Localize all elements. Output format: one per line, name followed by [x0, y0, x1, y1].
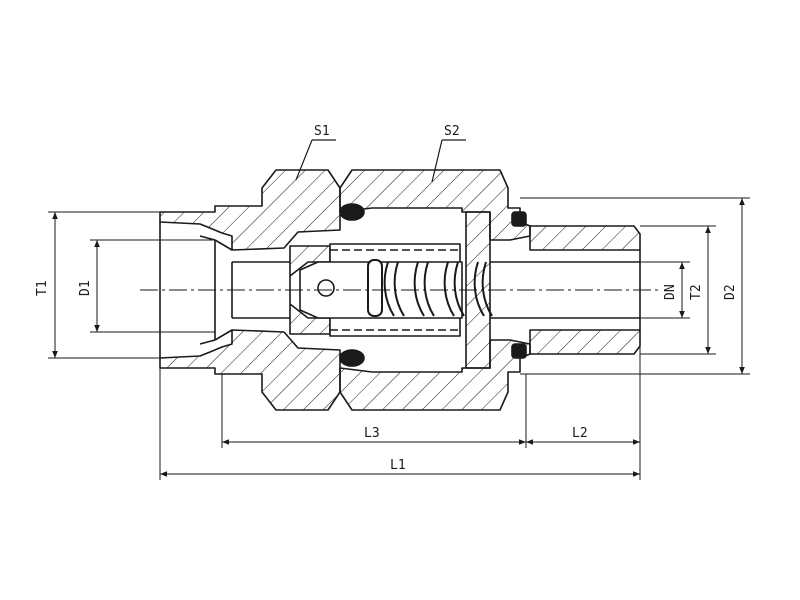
o-ring-top-right	[511, 211, 527, 227]
o-ring-bottom-right	[511, 343, 527, 359]
dim-d2-label: D2	[723, 284, 738, 300]
nut-s2-upper	[339, 169, 531, 241]
dim-l2-label: L2	[572, 426, 588, 441]
outlet-tube-upper	[529, 225, 641, 251]
body-s1-lower	[159, 329, 341, 411]
o-ring-bottom-left	[339, 349, 365, 367]
dim-d1-label: D1	[78, 280, 93, 296]
dim-l1-label: L1	[390, 458, 406, 473]
poppet-pin	[317, 279, 335, 297]
dim-t2-label: T2	[689, 284, 704, 300]
body-s1-upper	[159, 169, 341, 251]
dim-l3-label: L3	[364, 426, 380, 441]
callout-s1: S1	[314, 124, 330, 139]
nut-s2-lower	[339, 339, 531, 411]
outlet-tube-lower	[529, 329, 641, 355]
dim-dn-label: DN	[663, 284, 678, 300]
callout-s2: S2	[444, 124, 460, 139]
dim-t1-label: T1	[35, 280, 50, 296]
o-ring-top-left	[339, 203, 365, 221]
